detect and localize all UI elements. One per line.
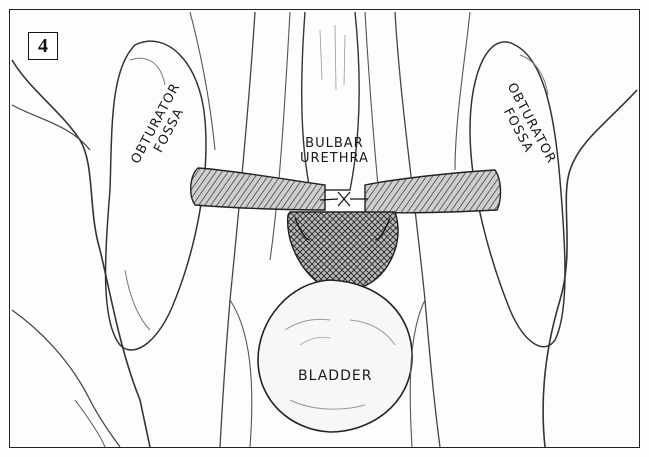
bulbar-urethra-label-line2: URETHRA [300,151,369,166]
bulbar-urethra-label: BULBAR URETHRA [300,136,369,166]
bulbar-urethra-label-line1: BULBAR [300,136,369,151]
panel-number-badge: 4 [28,32,58,60]
bladder-label: BLADDER [298,369,372,384]
